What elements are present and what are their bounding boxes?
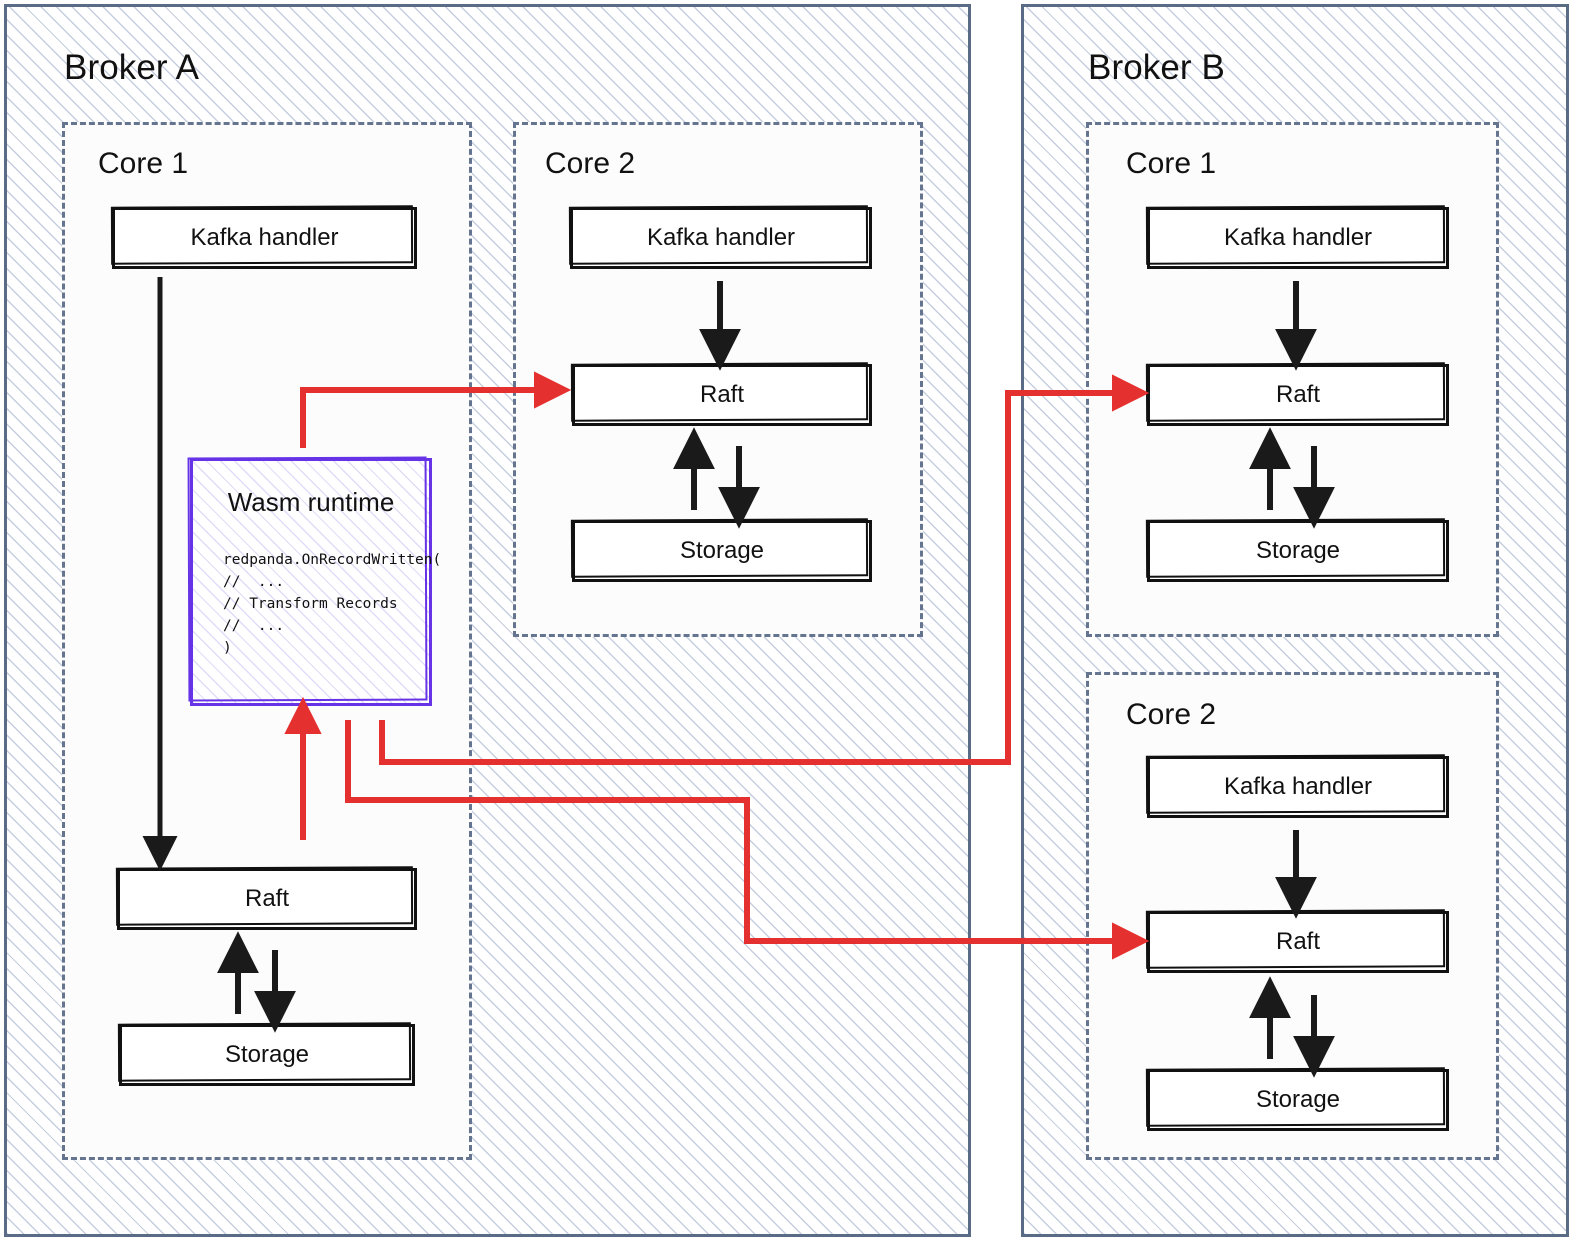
node-a1-wasm-runtime[interactable]: Wasm runtime redpanda.OnRecordWritten( /…	[190, 458, 441, 706]
node-a1-raft[interactable]: Raft	[117, 868, 417, 930]
broker-b-core-2-title: Core 2	[1126, 698, 1217, 731]
node-b1-raft[interactable]: Raft	[1147, 364, 1449, 426]
node-label: Raft	[244, 885, 289, 912]
node-label: Storage	[679, 537, 765, 564]
node-label: Raft	[1275, 928, 1320, 955]
node-b2-raft[interactable]: Raft	[1147, 911, 1449, 973]
node-label: Storage	[1255, 1086, 1341, 1113]
broker-b-title: Broker B	[1088, 48, 1225, 87]
node-b2-kafka-handler[interactable]: Kafka handler	[1147, 756, 1449, 818]
node-label: Raft	[699, 381, 744, 408]
node-label: Kafka handler	[190, 224, 339, 251]
node-a2-storage[interactable]: Storage	[572, 520, 872, 582]
node-a2-kafka-handler[interactable]: Kafka handler	[570, 207, 872, 269]
node-label: Kafka handler	[646, 224, 796, 251]
wasm-runtime-code: redpanda.OnRecordWritten( // ... // Tran…	[223, 552, 442, 657]
wasm-runtime-title: Wasm runtime	[227, 487, 395, 517]
broker-a-core-1-title: Core 1	[98, 147, 189, 180]
node-b1-storage[interactable]: Storage	[1147, 520, 1449, 582]
node-b2-storage[interactable]: Storage	[1147, 1069, 1449, 1131]
node-label: Kafka handler	[1223, 773, 1373, 800]
node-a2-raft[interactable]: Raft	[572, 364, 872, 426]
broker-a-title: Broker A	[64, 48, 200, 87]
broker-a-core-2-title: Core 2	[545, 147, 636, 180]
node-a1-kafka-handler[interactable]: Kafka handler	[112, 207, 417, 269]
node-b1-kafka-handler[interactable]: Kafka handler	[1147, 207, 1449, 269]
broker-b-core-1-title: Core 1	[1126, 147, 1217, 180]
node-label: Kafka handler	[1223, 224, 1373, 251]
node-label: Raft	[1275, 381, 1320, 408]
node-label: Storage	[224, 1041, 310, 1068]
node-a1-storage[interactable]: Storage	[119, 1024, 415, 1086]
node-label: Storage	[1255, 537, 1341, 564]
